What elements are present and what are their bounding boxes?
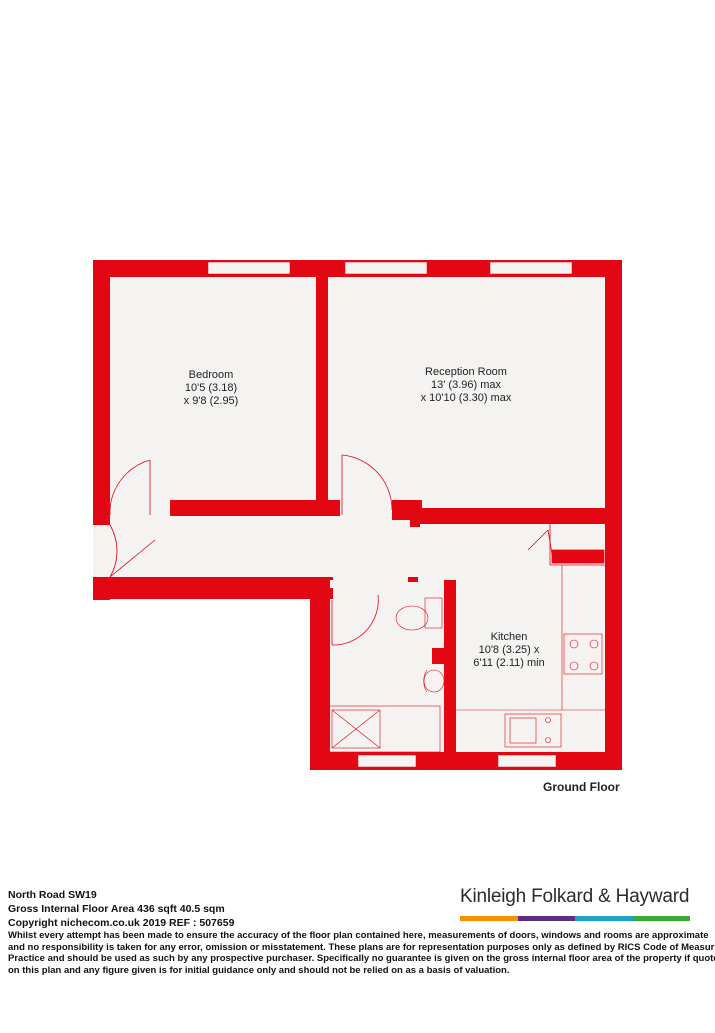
kitchen-units — [456, 565, 605, 748]
brand-logo: Kinleigh Folkard & Hayward — [460, 886, 690, 907]
disclaimer: Whilst every attempt has been made to en… — [8, 930, 715, 976]
floor-area: Gross Internal Floor Area 436 sqft 40.5 … — [8, 903, 225, 915]
room-name: Bedroom — [189, 369, 234, 381]
room-kitchen: Kitchen 10'8 (3.25) x 6'11 (2.11) min — [473, 631, 544, 669]
room-dimension: 10'5 (3.18) — [185, 382, 237, 394]
room-name: Kitchen — [491, 631, 528, 643]
floor-area — [93, 260, 622, 770]
brand-bar-segment — [575, 916, 633, 921]
room-dimension: x 9'8 (2.95) — [184, 395, 239, 407]
address: North Road SW19 — [8, 889, 97, 901]
room-name: Reception Room — [425, 366, 507, 378]
room-dimension: 13' (3.96) max — [431, 379, 501, 391]
brand-color-bar — [460, 916, 690, 921]
brand-bar-segment — [460, 916, 518, 921]
kitchen-cupboard — [549, 524, 605, 566]
bathroom-fixtures — [327, 597, 445, 753]
floor-plan: Bedroom 10'5 (3.18) x 9'8 (2.95) Recepti… — [93, 260, 622, 770]
floor-label: Ground Floor — [543, 780, 620, 794]
disclaimer-line: and no responsibility is taken for any e… — [8, 941, 715, 953]
disclaimer-line: Whilst every attempt has been made to en… — [8, 930, 709, 941]
room-dimension: x 10'10 (3.30) max — [421, 392, 512, 404]
property-info: North Road SW19 Gross Internal Floor Are… — [8, 888, 234, 930]
windows — [207, 261, 573, 768]
disclaimer-line: Practice and should be used as such by a… — [8, 953, 715, 964]
room-dimension: 6'11 (2.11) min — [473, 657, 544, 669]
room-reception: Reception Room 13' (3.96) max x 10'10 (3… — [421, 366, 512, 404]
disclaimer-line: on this plan and any figure given is for… — [8, 964, 510, 976]
brand-bar-segment — [517, 916, 575, 921]
brand-bar-segment — [632, 916, 690, 921]
copyright: Copyright nichecom.co.uk 2019 REF : 5076… — [8, 917, 235, 929]
room-dimension: 10'8 (3.25) x — [479, 644, 540, 656]
room-bedroom: Bedroom 10'5 (3.18) x 9'8 (2.95) — [184, 369, 239, 407]
doors — [109, 454, 554, 646]
